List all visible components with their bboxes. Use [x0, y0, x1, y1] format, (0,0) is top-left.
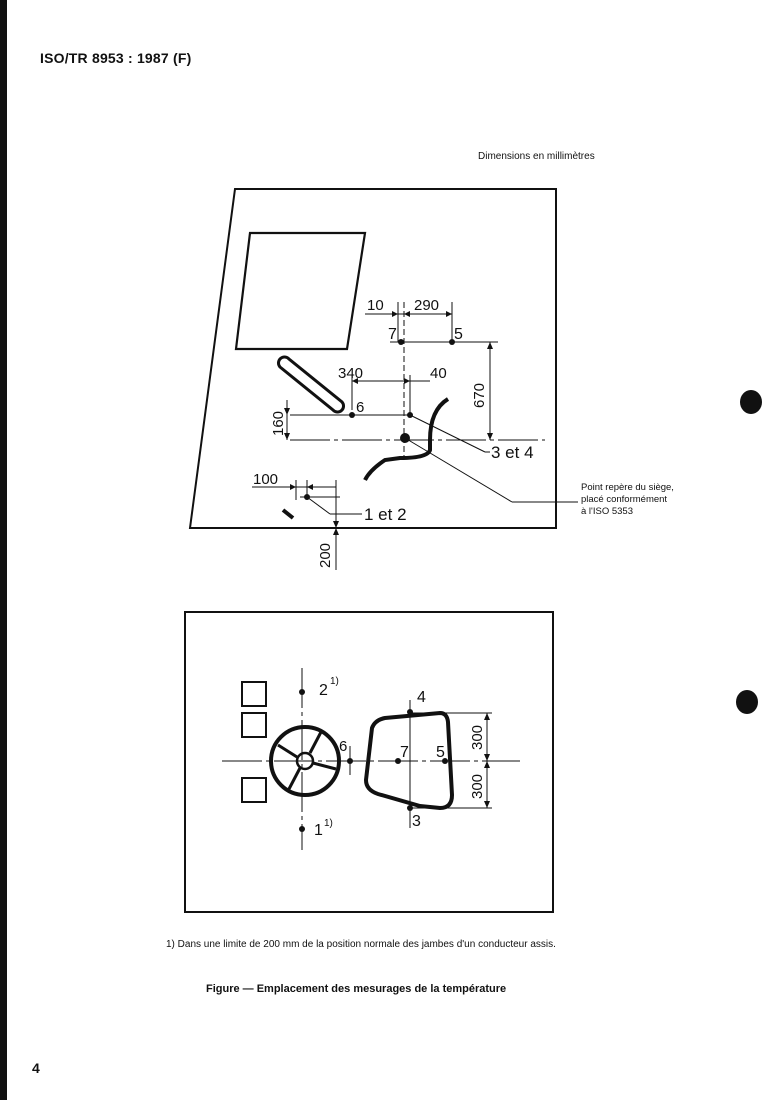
plan-point-6: 6: [339, 738, 347, 755]
point-3et4: 3 et 4: [491, 443, 534, 462]
plan-point-5: 5: [436, 744, 445, 761]
cab-outline: [188, 188, 557, 529]
dim-160: 160: [270, 411, 287, 436]
seat-plan: [363, 710, 455, 811]
cab-window: [234, 231, 367, 351]
dim-100: 100: [253, 471, 278, 488]
point-2-note: 1): [330, 676, 339, 687]
dim-670: 670: [471, 383, 488, 408]
plan-point-7: 7: [400, 744, 409, 761]
note-line-1: Point repère du siège,: [581, 482, 674, 493]
plan-point-3: 3: [412, 813, 421, 830]
binder-hole-top: [740, 390, 762, 414]
point-7: 7: [388, 326, 397, 343]
seat-shape: [363, 397, 450, 481]
left-edge-bar: [0, 0, 7, 1100]
plan-frame: [184, 611, 554, 913]
footnote: 1) Dans une limite de 200 mm de la posit…: [166, 939, 556, 950]
point-1-note: 1): [324, 818, 333, 829]
plan-dim-300-top: 300: [469, 725, 486, 750]
dim-290: 290: [414, 297, 439, 314]
point-1et2: 1 et 2: [364, 505, 407, 524]
point-2: 2: [319, 682, 328, 699]
plan-dim-300-bottom: 300: [469, 774, 486, 799]
point-5: 5: [454, 326, 463, 343]
dim-40: 40: [430, 365, 447, 382]
seat-reference-note: Point repère du siège, placé conformémen…: [581, 482, 674, 518]
dim-340: 340: [338, 365, 363, 382]
dimensions-note: Dimensions en millimètres: [478, 151, 595, 162]
point-6: 6: [356, 399, 364, 416]
plan-point-4: 4: [417, 689, 426, 706]
note-line-3: à l'ISO 5353: [581, 506, 633, 517]
dim-200: 200: [317, 543, 334, 568]
point-1: 1: [314, 822, 323, 839]
note-line-2: placé conformément: [581, 494, 668, 505]
dim-10: 10: [367, 297, 384, 314]
pedal-shape: [277, 355, 345, 414]
figure-caption: Figure — Emplacement des mesurages de la…: [206, 983, 507, 995]
binder-hole-bottom: [736, 690, 758, 714]
page-number: 4: [32, 1060, 40, 1076]
document-header: ISO/TR 8953 : 1987 (F): [40, 50, 192, 66]
